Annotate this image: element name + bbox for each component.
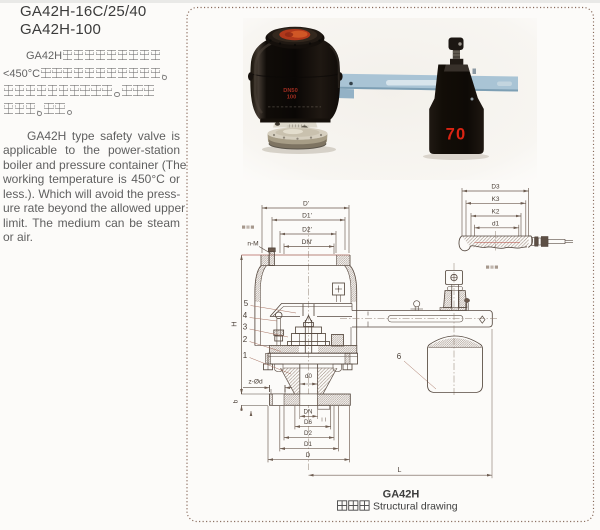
svg-text:b: b xyxy=(233,399,240,403)
svg-text:2: 2 xyxy=(243,335,248,344)
svg-text:H: H xyxy=(230,321,239,326)
svg-text:D2': D2' xyxy=(302,227,312,234)
svg-text:z-Ød: z-Ød xyxy=(248,379,263,386)
svg-text:GA42H: GA42H xyxy=(383,489,420,501)
svg-text:d1: d1 xyxy=(492,220,500,227)
svg-text:DN50: DN50 xyxy=(283,88,298,94)
svg-text:D3: D3 xyxy=(491,184,500,191)
svg-text:K3: K3 xyxy=(492,196,500,203)
svg-text:n-M: n-M xyxy=(247,241,258,248)
svg-text:70: 70 xyxy=(446,126,467,144)
svg-text:D2: D2 xyxy=(304,430,312,437)
svg-text:6: 6 xyxy=(397,352,402,361)
svg-text:5: 5 xyxy=(244,299,249,308)
svg-text:D6: D6 xyxy=(304,419,312,426)
svg-text:Structural drawing: Structural drawing xyxy=(373,501,458,513)
svg-text:d0: d0 xyxy=(305,373,312,380)
svg-text:D1': D1' xyxy=(302,213,312,220)
svg-text:D: D xyxy=(306,452,311,459)
svg-text:3: 3 xyxy=(243,323,248,332)
svg-text:4: 4 xyxy=(243,311,248,320)
svg-text:DN: DN xyxy=(304,409,313,416)
svg-text:D1: D1 xyxy=(304,441,312,448)
svg-text:L: L xyxy=(398,467,402,474)
svg-text:100: 100 xyxy=(287,95,297,101)
svg-text:1: 1 xyxy=(243,351,248,360)
svg-text:D': D' xyxy=(303,201,309,208)
svg-text:K2: K2 xyxy=(492,209,500,216)
svg-text:DN': DN' xyxy=(302,239,313,246)
